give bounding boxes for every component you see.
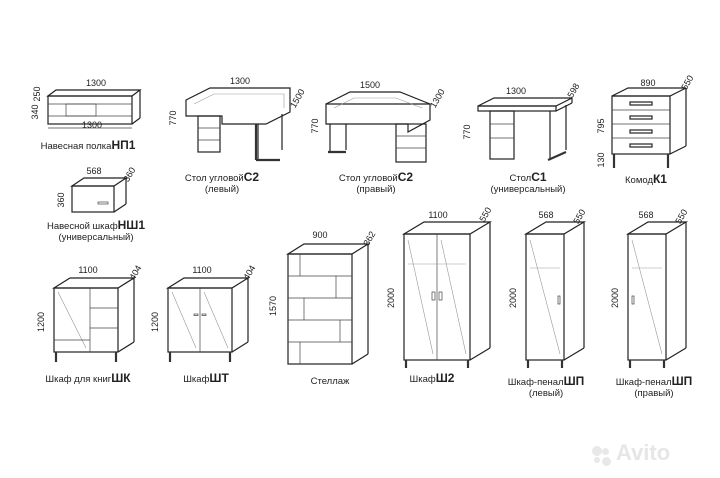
shk-dim-depth: 404 bbox=[127, 263, 143, 281]
c1-dim-width: 1300 bbox=[506, 86, 526, 96]
label-c2r-sub: (правый) bbox=[356, 184, 396, 195]
item-c1-drawing: 1300 598 770 bbox=[462, 81, 581, 162]
k1-dim-depth: 550 bbox=[679, 73, 695, 91]
np1-dim-height: 340 bbox=[30, 104, 40, 119]
label-shk: Шкаф для книгШК bbox=[45, 371, 131, 385]
sht-dim-depth: 404 bbox=[241, 263, 257, 281]
item-sht-drawing: 1100 404 1200 bbox=[150, 263, 257, 362]
c2r-dim-depth: 1300 bbox=[428, 87, 447, 109]
item-stellazh-drawing: 900 362 1570 bbox=[268, 229, 377, 365]
shpr-dim-depth: 550 bbox=[673, 207, 689, 225]
label-sht-code: ШТ bbox=[209, 371, 229, 385]
shk-dim-height: 1200 bbox=[36, 312, 46, 332]
shpr-dim-width: 568 bbox=[638, 210, 653, 220]
label-c2l-sub: (левый) bbox=[204, 184, 240, 195]
label-sht-name: Шкаф bbox=[183, 374, 210, 385]
item-c2l-drawing: 1300 1500 770 bbox=[168, 76, 307, 162]
np1-dim-depth: 250 bbox=[32, 86, 42, 101]
label-np1-name: Навесная полка bbox=[40, 141, 112, 152]
item-shk-drawing: 1100 404 1200 bbox=[36, 263, 143, 362]
sht-dim-height: 1200 bbox=[150, 312, 160, 332]
label-shpr-name: Шкаф-пенал bbox=[615, 377, 672, 388]
label-np1: Навесная полкаНП1 bbox=[40, 138, 136, 152]
shpr-dim-height: 2000 bbox=[610, 288, 620, 308]
c2l-dim-height: 770 bbox=[168, 110, 178, 125]
shpl-dim-height: 2000 bbox=[508, 288, 518, 308]
avito-watermark-text: Avito bbox=[616, 440, 671, 465]
item-np1-drawing: 1300 250 340 1300 bbox=[30, 78, 142, 130]
sh2-dim-depth: 550 bbox=[477, 205, 493, 223]
label-c2l-code: С2 bbox=[243, 170, 260, 184]
item-nsh1-drawing: 568 360 360 bbox=[56, 165, 137, 213]
label-nsh1-code: НШ1 bbox=[117, 218, 146, 232]
label-c2r: Стол угловойС2 (правый) bbox=[338, 170, 414, 195]
label-stellazh: Стеллаж bbox=[311, 376, 350, 387]
shpl-dim-width: 568 bbox=[538, 210, 553, 220]
label-c1-name: Стол bbox=[509, 173, 532, 184]
label-shpl: Шкаф-пеналШП (левый) bbox=[507, 374, 585, 399]
label-sht: ШкафШТ bbox=[183, 371, 229, 385]
label-k1-name: Комод bbox=[625, 175, 653, 186]
label-c2r-code: С2 bbox=[397, 170, 414, 184]
nsh1-dim-height: 360 bbox=[56, 192, 66, 207]
shpl-dim-depth: 550 bbox=[571, 207, 587, 225]
nsh1-dim-width: 568 bbox=[86, 166, 101, 176]
label-sh2-code: Ш2 bbox=[435, 371, 455, 385]
label-c2l-name: Стол угловой bbox=[184, 173, 244, 184]
item-sh2-drawing: 1100 550 2000 bbox=[386, 205, 493, 368]
k1-dim-legs: 130 bbox=[596, 152, 606, 167]
sh2-dim-width: 1100 bbox=[428, 210, 447, 220]
label-shpr-code: ШП bbox=[671, 374, 693, 388]
label-c1-sub: (универсальный) bbox=[490, 184, 566, 195]
label-shk-code: ШК bbox=[111, 371, 131, 385]
item-c2r-drawing: 1500 1300 770 bbox=[310, 80, 447, 163]
label-sh2-name: Шкаф bbox=[409, 374, 436, 385]
sht-dim-width: 1100 bbox=[192, 265, 211, 275]
label-k1: КомодК1 bbox=[625, 172, 667, 186]
label-nsh1: Навесной шкафНШ1 (универсальный) bbox=[46, 218, 146, 243]
k1-dim-width: 890 bbox=[640, 78, 655, 88]
np1-dim-width-top: 1300 bbox=[86, 78, 106, 88]
c2l-dim-width: 1300 bbox=[230, 76, 250, 86]
label-c1-code: С1 bbox=[531, 170, 547, 184]
nsh1-dim-depth: 360 bbox=[121, 165, 137, 183]
c1-dim-depth: 598 bbox=[565, 81, 581, 99]
c2r-dim-height: 770 bbox=[310, 118, 320, 133]
stellazh-dim-width: 900 bbox=[312, 230, 327, 240]
stellazh-dim-depth: 362 bbox=[361, 229, 377, 247]
label-shpr: Шкаф-пеналШП (правый) bbox=[615, 374, 693, 399]
label-np1-code: НП1 bbox=[111, 138, 136, 152]
label-shk-name: Шкаф для книг bbox=[45, 374, 112, 385]
c1-dim-height: 770 bbox=[462, 124, 472, 139]
label-shpl-code: ШП bbox=[563, 374, 585, 388]
item-k1-drawing: 890 550 795 130 bbox=[596, 73, 695, 168]
label-nsh1-name: Навесной шкаф bbox=[46, 221, 118, 232]
sh2-dim-height: 2000 bbox=[386, 288, 396, 308]
k1-dim-height: 795 bbox=[596, 118, 606, 133]
label-c2l: Стол угловойС2 (левый) bbox=[184, 170, 260, 195]
item-shpr-drawing: 568 550 2000 bbox=[610, 207, 689, 368]
c2l-dim-depth: 1500 bbox=[288, 87, 307, 109]
c2r-dim-width: 1500 bbox=[360, 80, 380, 90]
label-c1: СтолС1 (универсальный) bbox=[490, 170, 566, 195]
avito-watermark: Avito bbox=[592, 440, 671, 466]
label-nsh1-sub: (универсальный) bbox=[58, 232, 134, 243]
label-shpr-sub: (правый) bbox=[634, 388, 674, 399]
np1-dim-width-bottom: 1300 bbox=[82, 120, 102, 130]
label-shpl-name: Шкаф-пенал bbox=[507, 377, 564, 388]
label-sh2: ШкафШ2 bbox=[409, 371, 455, 385]
label-k1-code: К1 bbox=[652, 172, 667, 186]
shk-dim-width: 1100 bbox=[78, 265, 97, 275]
label-shpl-sub: (левый) bbox=[528, 388, 564, 399]
stellazh-dim-height: 1570 bbox=[268, 296, 278, 316]
label-c2r-name: Стол угловой bbox=[338, 173, 398, 184]
item-shpl-drawing: 568 550 2000 bbox=[508, 207, 587, 368]
label-stellazh-name: Стеллаж bbox=[310, 376, 350, 387]
